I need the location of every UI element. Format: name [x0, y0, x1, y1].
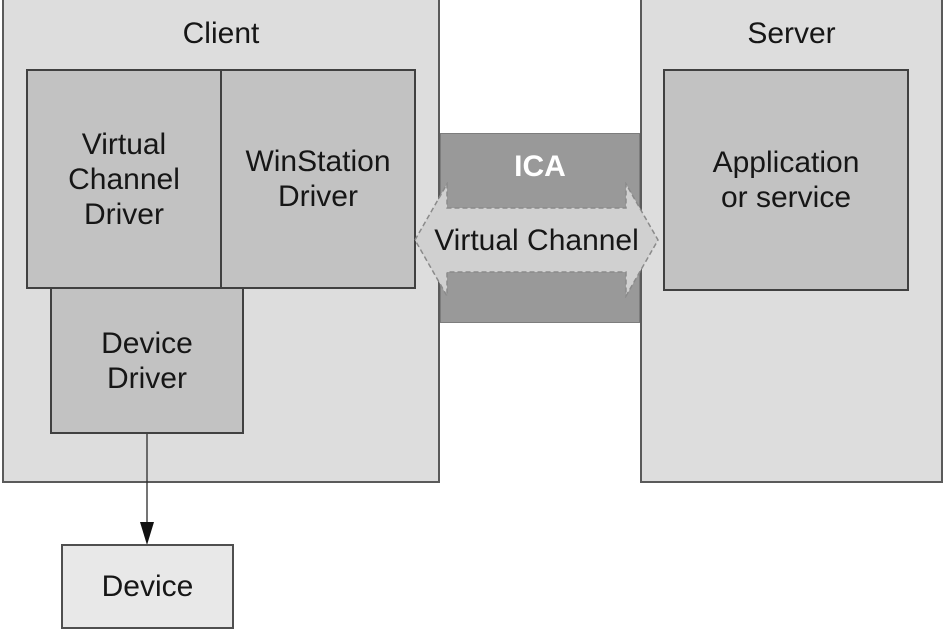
virtual-channel-double-arrow-icon [414, 182, 659, 298]
double-arrow-shape [414, 182, 659, 298]
virtual-channel-driver-box: Virtual Channel Driver [26, 69, 222, 289]
device-driver-box: Device Driver [50, 287, 244, 434]
device-box: Device [61, 544, 234, 629]
server-title: Server [747, 17, 836, 50]
virtual-channel-arrow-label: Virtual Channel [434, 223, 639, 257]
arrow-head [140, 522, 154, 545]
device-driver-to-device-arrow-icon [140, 434, 154, 545]
winstation-driver-box: WinStation Driver [220, 69, 416, 289]
ica-band-label: ICA [514, 150, 566, 183]
client-title: Client [182, 17, 260, 50]
application-or-service-box: Application or service [663, 69, 909, 291]
